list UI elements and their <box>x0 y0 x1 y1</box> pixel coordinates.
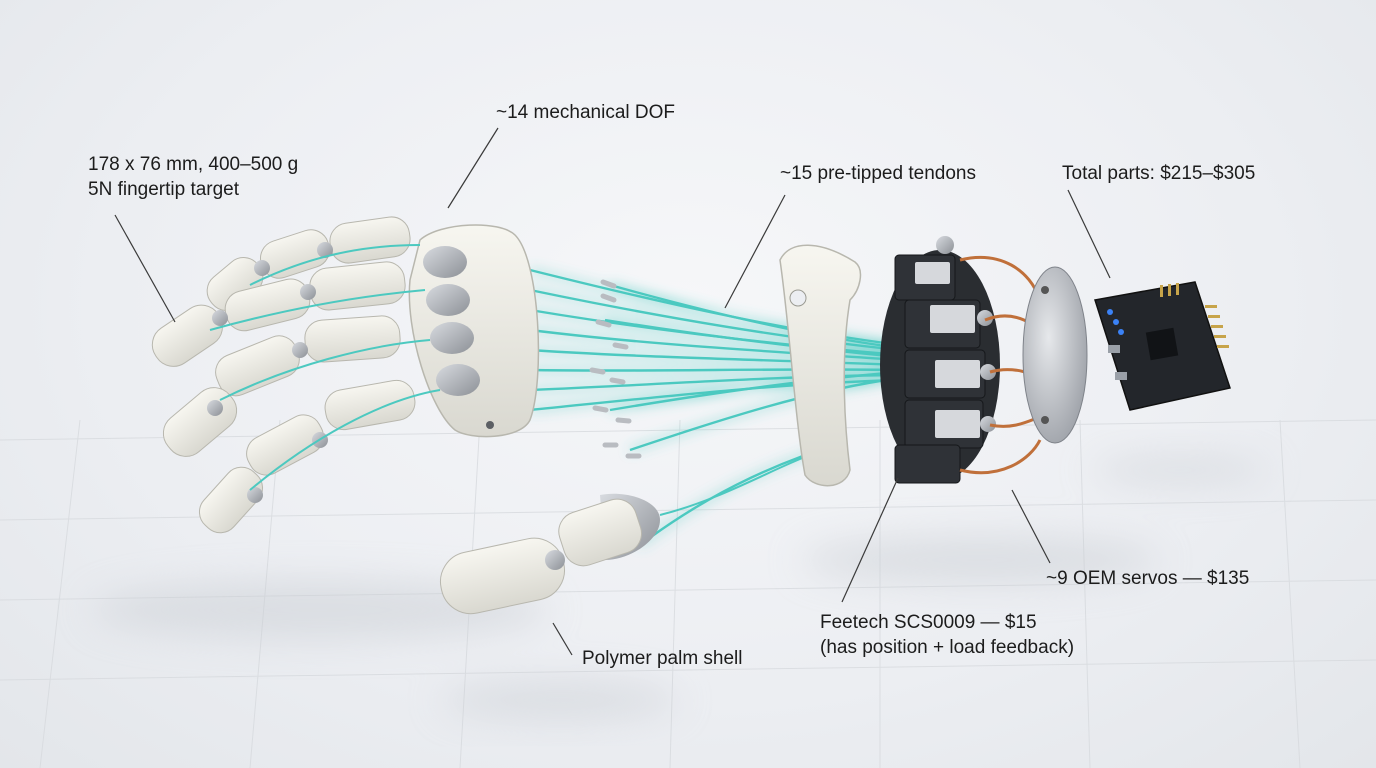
leader-total <box>1067 189 1111 279</box>
floor-shadows <box>90 456 1270 720</box>
callout-size: 178 x 76 mm, 400–500 g 5N fingertip targ… <box>88 152 298 202</box>
callout-palm: Polymer palm shell <box>582 646 743 671</box>
finger-tendons <box>209 244 441 491</box>
leader-servos <box>1011 489 1051 564</box>
finger-pinky <box>198 379 416 534</box>
servo-pack <box>880 236 1047 484</box>
callout-dof: ~14 mechanical DOF <box>496 100 675 125</box>
palm-shell <box>408 224 540 438</box>
leader-dof <box>447 127 499 209</box>
callout-total-text: Total parts: $215–$305 <box>1062 163 1256 184</box>
leader-feetech <box>841 477 899 603</box>
mounting-disc-icon <box>1022 266 1088 444</box>
callout-dof-text: ~14 mechanical DOF <box>496 102 675 123</box>
callout-palm-text: Polymer palm shell <box>582 648 743 669</box>
callout-size-line1: 178 x 76 mm, 400–500 g <box>88 154 299 175</box>
leader-tendons <box>724 194 786 309</box>
pcb-board-icon <box>1094 281 1231 411</box>
tendon-tips <box>589 279 642 459</box>
callout-total: Total parts: $215–$305 <box>1062 161 1255 186</box>
callout-servos: ~9 OEM servos — $135 <box>1046 566 1249 591</box>
callout-feetech-line1: Feetech SCS0009 — $15 <box>820 612 1037 633</box>
tendon-bundle <box>529 268 901 546</box>
leader-lines <box>114 127 1111 656</box>
callout-tendons: ~15 pre-tipped tendons <box>780 161 976 186</box>
leader-size <box>114 214 176 323</box>
leader-palm <box>552 622 573 656</box>
callout-size-line2: 5N fingertip target <box>88 179 240 200</box>
callout-feetech-line2: (has position + load feedback) <box>820 637 1075 658</box>
finger-index <box>206 216 411 311</box>
callout-servos-text: ~9 OEM servos — $135 <box>1046 568 1250 589</box>
thumb <box>439 454 811 615</box>
callout-tendons-text: ~15 pre-tipped tendons <box>780 163 976 184</box>
finger-middle <box>151 261 406 367</box>
finger-ring <box>162 315 401 457</box>
callout-feetech: Feetech SCS0009 — $15 (has position + lo… <box>820 610 1074 660</box>
wrist-bracket-icon <box>779 244 862 487</box>
